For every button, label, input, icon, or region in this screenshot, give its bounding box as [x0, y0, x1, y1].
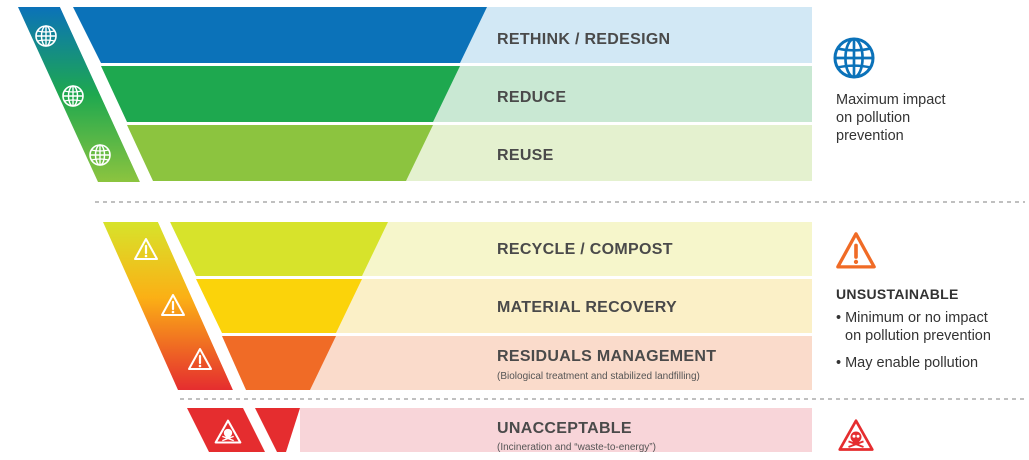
unacceptable-small-bar [255, 408, 300, 452]
bullet-minimum-impact-line1: • Minimum or no impact [836, 310, 988, 326]
bar-residuals [222, 336, 336, 390]
globe-icon [89, 144, 111, 166]
band-recycle [300, 222, 812, 276]
tier-label-unacceptable: UNACCEPTABLE [497, 420, 632, 437]
left-strip-white-gap-mid [158, 222, 245, 390]
tier-label-residuals: RESIDUALS MANAGEMENT [497, 348, 717, 365]
bar-reduce [101, 66, 460, 122]
tier-sublabel-unacceptable: (Incineration and “waste-to-energy”) [497, 442, 656, 453]
unsustainable-heading: UNSUSTAINABLE [836, 286, 959, 302]
bar-recycle [170, 222, 388, 276]
bar-reuse [127, 125, 433, 181]
max-impact-text-line3: prevention [836, 128, 904, 144]
band-residuals [300, 336, 812, 390]
globe-icon [35, 25, 57, 47]
tier-label-bands [300, 7, 812, 452]
band-material-recovery [300, 279, 812, 333]
left-strip-white-gap-top [60, 7, 152, 182]
bullet-minimum-impact-line2: on pollution prevention [845, 328, 991, 344]
bar-material-recovery [196, 279, 362, 333]
tier-label-recycle: RECYCLE / COMPOST [497, 241, 673, 258]
bar-rethink [73, 7, 487, 63]
tier-label-reuse: REUSE [497, 147, 554, 164]
max-impact-text-line2: on pollution [836, 110, 911, 126]
left-strip-sustainable [18, 7, 140, 182]
tier-label-material-recovery: MATERIAL RECOVERY [497, 299, 677, 316]
tier-label-rethink: RETHINK / REDESIGN [497, 31, 671, 48]
tier-sublabel-residuals: (Biological treatment and stabilized lan… [497, 371, 700, 382]
skull-warning-icon [838, 419, 874, 451]
funnel-bars [73, 7, 487, 390]
tier-label-reduce: REDUCE [497, 89, 567, 106]
max-impact-text-line1: Maximum impact [836, 92, 946, 108]
bullet-may-enable-pollution: • May enable pollution [836, 355, 979, 371]
globe-icon [833, 37, 875, 79]
band-unacceptable [300, 408, 812, 452]
warning-icon [836, 232, 876, 269]
globe-icon [62, 85, 84, 107]
